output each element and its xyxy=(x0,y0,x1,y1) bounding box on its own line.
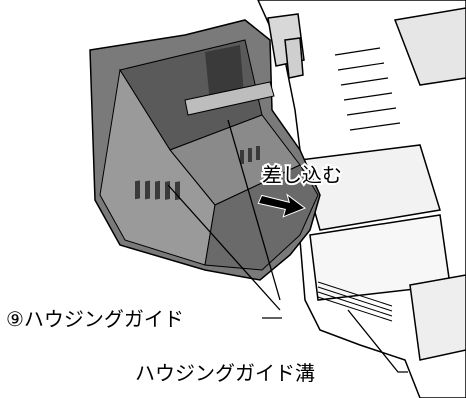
insert-arrow-icon xyxy=(257,193,307,218)
label-housing-guide: ⑨ハウジングガイド xyxy=(6,307,184,331)
camera-body xyxy=(257,0,466,398)
leader-lines xyxy=(167,119,408,373)
housing-guide-groove xyxy=(317,281,393,322)
battery-housing xyxy=(89,19,321,281)
label-insert: 差し込む xyxy=(262,163,342,187)
label-housing-guide-groove: ハウジングガイド溝 xyxy=(135,361,315,385)
